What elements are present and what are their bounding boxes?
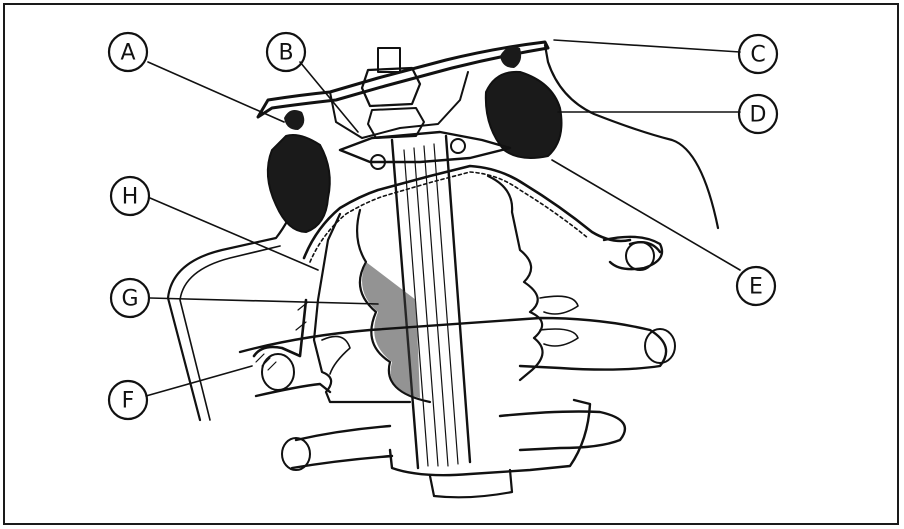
callout-label-e: E (749, 275, 763, 300)
strut-tower-panel (166, 43, 720, 422)
callout-d: D (737, 93, 779, 135)
bump-stop-shading (362, 262, 420, 398)
bearing-ball-right (450, 138, 466, 154)
lower-spring-seat (252, 298, 308, 358)
rubber-ring-top-left (284, 110, 305, 130)
leader-a (147, 61, 285, 123)
leader-c (553, 39, 741, 53)
top-mount-plate-fold (329, 71, 469, 139)
leader-h (149, 197, 319, 271)
callout-g: G (109, 277, 151, 319)
callout-label-b: B (278, 41, 293, 66)
lower-spring-seat-hatch (255, 301, 309, 371)
leader-f (145, 365, 253, 397)
callout-e: E (735, 265, 777, 307)
leader-b (299, 61, 359, 133)
coil-spring-upper-end (625, 241, 655, 271)
leader-g (149, 297, 379, 305)
callout-label-h: H (122, 185, 139, 210)
leader-e (551, 159, 741, 271)
upper-spring-seat (302, 164, 632, 260)
bearing-ball-left (370, 154, 386, 170)
lock-nut (360, 66, 422, 108)
rubber-ring-top-right (500, 46, 522, 68)
lower-nut (367, 107, 425, 139)
rubber-insulator-left (266, 134, 331, 234)
top-mount-plate (256, 40, 550, 119)
shock-body (428, 468, 514, 499)
coil-spring-lower-end (281, 437, 311, 471)
callout-h: H (109, 175, 151, 217)
coil-spring-lower (290, 410, 626, 470)
diagram-border (3, 3, 899, 525)
callout-f: F (107, 379, 149, 421)
dust-boot-bellows (321, 295, 579, 375)
callout-label-f: F (122, 389, 135, 414)
dust-boot-right (486, 174, 544, 382)
callout-c: C (737, 33, 779, 75)
callout-b: B (265, 31, 307, 73)
callout-label-a: A (120, 41, 135, 66)
callout-a: A (107, 31, 149, 73)
callout-label-c: C (750, 43, 765, 68)
upper-bearing (338, 130, 512, 164)
coil-spring-middle-end (644, 328, 676, 364)
mount-stud (377, 47, 401, 73)
coil-spring-left-end (261, 353, 295, 391)
bump-stop (355, 208, 432, 404)
callout-label-d: D (750, 103, 767, 128)
callout-label-g: G (121, 287, 138, 312)
shock-lower-cup (388, 398, 592, 477)
dust-boot-left (312, 212, 412, 404)
coil-spring-middle (238, 316, 668, 398)
